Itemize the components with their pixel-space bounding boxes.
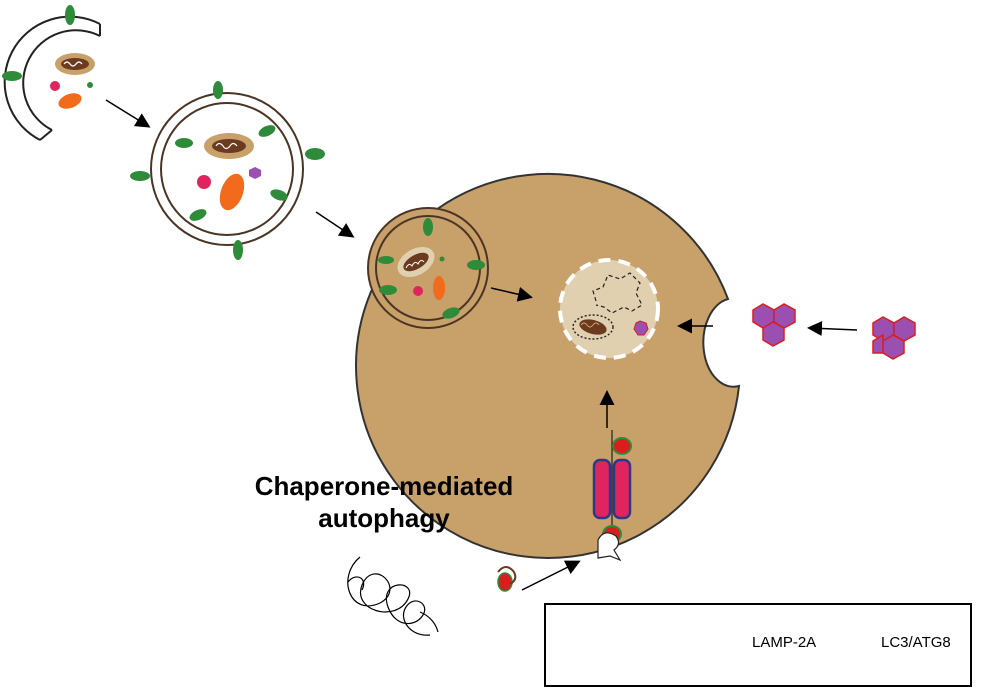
mitochondria-ring: [572, 314, 614, 340]
lc3-marker: [467, 260, 485, 270]
pocket-aggregate: [752, 303, 796, 347]
lc3-marker: [305, 148, 325, 160]
cma-title-line1: Chaperone-mediated: [254, 471, 514, 501]
lc3-marker: [175, 138, 193, 148]
substrate-with-chaperone: [497, 566, 517, 592]
lc3-marker: [130, 171, 150, 181]
aggregate-icon: [249, 167, 261, 179]
cma-title-line2: autophagy: [318, 503, 450, 533]
lc3-marker: [379, 285, 397, 295]
mitochondrion-icon: [212, 139, 246, 153]
lc3-marker: [213, 81, 223, 99]
free-aggregate: [872, 316, 916, 360]
pink-dot: [197, 175, 211, 189]
autolysosome: [367, 207, 489, 329]
pink-dot: [413, 286, 423, 296]
orange-body: [433, 276, 445, 300]
lc3-marker: [442, 307, 460, 319]
aggregate-icon: [633, 320, 649, 336]
lc3-marker: [65, 5, 75, 25]
lc3-marker: [378, 256, 394, 264]
orange-body: [58, 93, 82, 109]
autophagosome: [130, 81, 325, 260]
lc3-marker: [233, 240, 243, 260]
substrate-protein: [612, 437, 632, 455]
legend-box: [544, 603, 972, 687]
lysosome-lumen: [558, 258, 660, 360]
lc3-marker: [189, 209, 207, 221]
legend-lc3-label: LC3/ATG8: [881, 634, 951, 651]
chaperone-icon: [597, 532, 622, 562]
lamp-2a-channel: [592, 430, 632, 562]
phagophore: [2, 5, 101, 141]
legend-lamp-label: LAMP-2A: [752, 634, 817, 651]
unfolded-chain: [347, 556, 439, 636]
pink-dot: [50, 81, 60, 91]
mitochondrion-icon: [61, 58, 89, 70]
lc3-marker: [2, 71, 22, 81]
lc3-marker: [423, 218, 433, 236]
orange-body: [219, 173, 245, 211]
cma-title: Chaperone-mediated autophagy: [214, 470, 554, 534]
mitochondrion-icon: [579, 319, 607, 335]
lc3-marker: [270, 189, 288, 201]
lc3-marker: [258, 125, 276, 137]
